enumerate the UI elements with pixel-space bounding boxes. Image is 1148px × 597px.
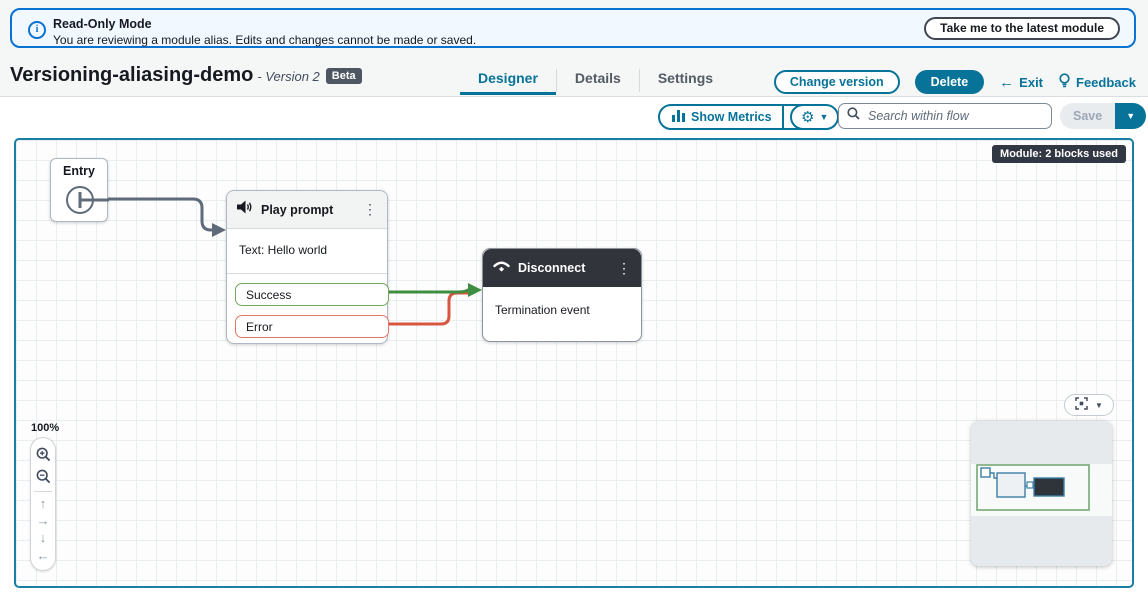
minimap-overview [971,464,1112,516]
search-input[interactable] [866,108,1043,124]
entry-point-icon [65,185,109,220]
delete-button[interactable]: Delete [914,70,985,94]
chevron-down-icon: ▼ [819,112,829,122]
phone-hangup-icon [493,259,510,277]
version-label: - Version 2 [257,69,320,84]
branch-error[interactable]: Error [235,315,389,338]
header-actions: Change version Delete ← Exit Feedback [773,70,1136,94]
beta-badge: Beta [325,68,362,84]
disconnect-title: Disconnect [518,261,586,275]
entry-connector [92,197,212,232]
change-version-button[interactable]: Change version [773,70,900,94]
gear-icon: ⚙ [801,108,815,126]
pan-right-button[interactable]: → [32,512,54,529]
chevron-down-icon: ▼ [1095,400,1103,410]
pan-left-button[interactable]: ← [32,547,54,564]
zoom-level-label: 100% [31,422,60,434]
zoom-out-button[interactable] [32,466,54,488]
save-button[interactable]: Save [1060,103,1116,129]
disconnect-body: Termination event [495,303,590,317]
save-dropdown[interactable]: ▼ [1115,103,1147,129]
header-divider [0,96,1148,97]
fit-view-icon [1075,397,1088,413]
disconnect-block[interactable]: Disconnect ⋮ Termination event [482,248,642,342]
minimap-entry-block [980,467,991,478]
minimap-disconnect-block [1033,477,1065,497]
bar-chart-icon [672,109,685,125]
tab-bar: Designer Details Settings [460,66,731,95]
show-metrics-button[interactable]: Show Metrics [660,106,784,128]
tab-divider [638,69,640,92]
flow-search [838,103,1052,129]
tab-settings[interactable]: Settings [657,70,714,86]
page-title: Versioning-aliasing-demo- Version 2 Beta [10,64,362,87]
readonly-banner: i Read-Only Mode You are reviewing a mod… [10,8,1136,48]
banner-title: Read-Only Mode [53,17,152,31]
settings-split-button[interactable]: ⚙ ▼ [790,104,840,130]
play-prompt-body: Text: Hello world [239,243,328,257]
speaker-icon [237,200,253,219]
entry-block[interactable]: Entry [50,158,109,222]
play-prompt-block[interactable]: Play prompt ⋮ Text: Hello world Success … [226,190,389,344]
minimap-play-prompt-block [996,472,1026,498]
disconnect-header: Disconnect ⋮ [483,249,641,287]
feedback-button[interactable]: Feedback [1058,73,1136,91]
kebab-menu-icon[interactable]: ⋮ [617,259,631,276]
search-icon [847,107,860,125]
flow-canvas[interactable]: Module: 2 blocks used Entry Play prompt … [14,138,1134,588]
tab-divider [555,69,557,92]
play-prompt-header: Play prompt ⋮ [227,191,387,229]
lightbulb-icon [1058,73,1071,91]
save-split-button: Save ▼ [1060,103,1147,129]
branch-success[interactable]: Success [235,283,389,306]
module-name: Versioning-aliasing-demo [10,64,254,86]
success-arrowhead [468,283,482,297]
banner-message: You are reviewing a module alias. Edits … [53,33,477,47]
info-icon: i [28,21,46,39]
module-usage-badge: Module: 2 blocks used [992,145,1126,163]
play-prompt-title: Play prompt [261,202,334,217]
zoom-in-button[interactable] [32,444,54,466]
tab-details[interactable]: Details [574,70,621,86]
kebab-menu-icon[interactable]: ⋮ [363,201,377,217]
canvas-nav-controls: ↑ → ↓ ← [30,437,56,571]
entry-block-title: Entry [63,164,95,178]
left-arrow-icon: ← [999,73,1015,91]
fit-view-button[interactable]: ▼ [1064,394,1114,416]
controls-divider [34,490,52,492]
entry-arrowhead [212,223,226,237]
pan-up-button[interactable]: ↑ [32,494,54,511]
show-metrics-split-button: Show Metrics ▼ [658,104,815,130]
minimap-viewport [976,464,1090,511]
latest-module-button[interactable]: Take me to the latest module [924,17,1120,40]
error-connector [388,291,468,326]
exit-button[interactable]: ← Exit [999,73,1044,91]
minimap[interactable] [971,421,1112,566]
flow-connectors [92,197,482,326]
tab-designer[interactable]: Designer [460,66,556,95]
success-connector [388,288,469,294]
play-prompt-branches: Success Error [227,273,389,338]
pan-down-button[interactable]: ↓ [32,529,54,546]
